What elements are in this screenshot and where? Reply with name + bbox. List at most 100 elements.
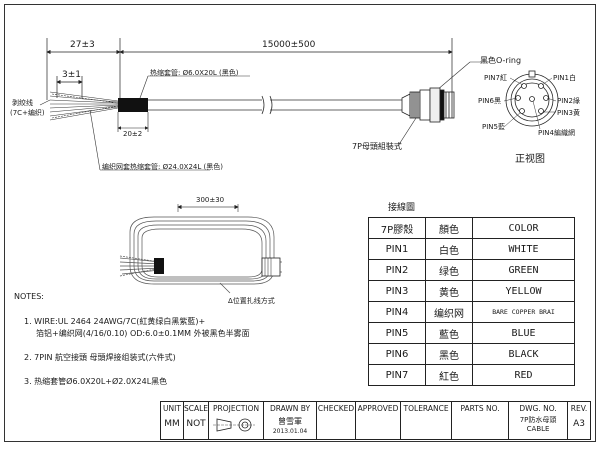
title-cell-approved: APPROVED — [355, 401, 402, 440]
tolerance-header: TOLERANCE — [403, 404, 449, 413]
pin7-label: PIN7紅 — [484, 74, 507, 82]
connector-side-view — [401, 87, 455, 123]
table-cell: RED — [472, 364, 575, 386]
connector-front-view — [505, 70, 559, 127]
table-row: PIN7 紅色 RED — [368, 364, 575, 386]
notes-heading: NOTES: — [14, 292, 44, 301]
unit-header: UNIT — [163, 404, 181, 413]
table-header-cell: COLOR — [472, 217, 575, 239]
table-cell: YELLOW — [472, 280, 575, 302]
table-cell: BLUE — [472, 322, 575, 344]
rev-value: A3 — [573, 419, 585, 429]
title-cell-projection: PROJECTION — [208, 401, 265, 440]
title-cell-drawn: DRAWN BY 曾雪軍 2013.01.04 — [263, 401, 318, 440]
coiled-cable-view — [119, 204, 282, 294]
table-cell: 白色 — [425, 238, 473, 260]
label-strip-wire-sub: (7C+编织) — [10, 109, 45, 117]
table-cell: 绿色 — [425, 259, 473, 281]
dwg-value-2: CABLE — [526, 425, 550, 433]
title-cell-checked: CHECKED — [316, 401, 357, 440]
table-cell: PIN2 — [368, 259, 426, 281]
projection-header: PROJECTION — [212, 404, 260, 413]
approved-header: APPROVED — [357, 404, 399, 413]
coil-label: Δ位置扎线方式 — [228, 297, 275, 305]
title-cell-unit: UNIT MM — [160, 401, 184, 440]
label-heat-shrink-6: 热缩套管: Ø6.0X20L (黑色) — [150, 69, 239, 77]
table-cell: 黄色 — [425, 280, 473, 302]
table-row: PIN4 编织网 BARE COPPER BRAI — [368, 301, 575, 323]
title-cell-parts: PARTS NO. — [451, 401, 510, 440]
label-braid-shrink: 编织网套热缩套管: Ø24.0X24L (黑色) — [102, 163, 223, 171]
drawing-frame — [4, 4, 596, 442]
table-row: PIN2 绿色 GREEN — [368, 259, 575, 281]
scale-header: SCALE — [184, 404, 209, 413]
dim-sleeve: 20±2 — [123, 130, 143, 138]
table-cell: PIN4 — [368, 301, 426, 323]
coil-dim: 300±30 — [196, 196, 225, 204]
table-row: PIN1 白色 WHITE — [368, 238, 575, 260]
pin-wiring-table: 7P膠殼 顏色 COLOR PIN1 白色 WHITE PIN2 绿色 GREE… — [368, 217, 575, 386]
table-cell: BLACK — [472, 343, 575, 365]
dim-strip: 3±1 — [62, 70, 81, 80]
note-3: 3. 热缩套管Ø6.0X20L+Ø2.0X24L黑色 — [24, 377, 168, 386]
coil-heat-shrink — [154, 258, 164, 274]
cable-body — [148, 95, 402, 115]
title-cell-tolerance: TOLERANCE — [400, 401, 453, 440]
table-cell: GREEN — [472, 259, 575, 281]
table-cell: PIN5 — [368, 322, 426, 344]
stripped-wire-strands — [49, 91, 119, 121]
dwg-header: DWG. NO. — [519, 404, 557, 413]
rev-header: REV. — [570, 404, 588, 413]
title-cell-scale: SCALE NOT — [182, 401, 210, 440]
table-cell: WHITE — [472, 238, 575, 260]
pin4-label: PIN4編織網 — [538, 129, 575, 137]
pin3-label: PIN3黄 — [557, 109, 580, 117]
projection-symbol-icon — [213, 418, 256, 432]
table-cell: BARE COPPER BRAI — [472, 301, 575, 323]
pin5-label: PIN5藍 — [482, 123, 505, 131]
table-cell: 藍色 — [425, 322, 473, 344]
drawn-value: 曾雪軍 — [278, 417, 303, 426]
title-cell-rev: REV. A3 — [567, 401, 592, 440]
parts-header: PARTS NO. — [460, 404, 500, 413]
leader-lines — [39, 61, 490, 171]
table-row: PIN5 藍色 BLUE — [368, 322, 575, 344]
pin1-label: PIN1白 — [553, 74, 576, 82]
drawn-header: DRAWN BY — [269, 404, 311, 413]
title-cell-dwg: DWG. NO. 7P防水母頭 CABLE — [508, 401, 569, 440]
note-1-line-1: 1. WIRE:UL 2464 24AWG/7C(紅黄绿白黑紫藍)+ — [24, 317, 206, 326]
dimension-lines — [46, 38, 453, 100]
dim-top-left: 27±3 — [70, 40, 95, 50]
note-2: 2. 7PIN 航空接頭 母頭焊接组装式(六件式) — [24, 353, 176, 362]
table-cell: 紅色 — [425, 364, 473, 386]
pin-table-title: 接線圖 — [388, 203, 416, 213]
pin-leaders — [503, 77, 557, 130]
heat-shrink-sleeve — [118, 98, 148, 112]
title-block: UNIT MM SCALE NOT PROJECTION DRAWN BY 曾雪… — [160, 401, 592, 440]
pin6-label: PIN6黑 — [478, 97, 501, 105]
table-cell: 黑色 — [425, 343, 473, 365]
pin2-label: PIN2綠 — [557, 97, 580, 105]
label-connector: 7P母頭組裝式 — [352, 142, 402, 151]
table-cell: PIN3 — [368, 280, 426, 302]
scale-value: NOT — [186, 419, 206, 429]
dwg-value-1: 7P防水母頭 — [519, 416, 557, 424]
unit-value: MM — [164, 419, 180, 429]
label-strip-wire: 剥绞线 — [12, 99, 33, 107]
label-oring: 黑色O-ring — [480, 56, 522, 65]
table-row: PIN6 黑色 BLACK — [368, 343, 575, 365]
front-view-title: 正视图 — [515, 154, 545, 165]
drawn-date: 2013.01.04 — [272, 428, 308, 435]
checked-header: CHECKED — [317, 404, 355, 413]
table-cell: PIN6 — [368, 343, 426, 365]
dim-top-main: 15000±500 — [262, 40, 316, 50]
table-cell: PIN7 — [368, 364, 426, 386]
table-header-cell: 7P膠殼 — [368, 217, 426, 239]
table-row: PIN3 黄色 YELLOW — [368, 280, 575, 302]
note-1-line-2: 箔铝+编织网(4/16/0.10) OD:6.0±0.1MM 外被黑色半雾面 — [36, 329, 250, 338]
table-header-cell: 顏色 — [425, 217, 473, 239]
table-cell: 编织网 — [425, 301, 473, 323]
table-header-row: 7P膠殼 顏色 COLOR — [368, 217, 575, 239]
table-cell: PIN1 — [368, 238, 426, 260]
